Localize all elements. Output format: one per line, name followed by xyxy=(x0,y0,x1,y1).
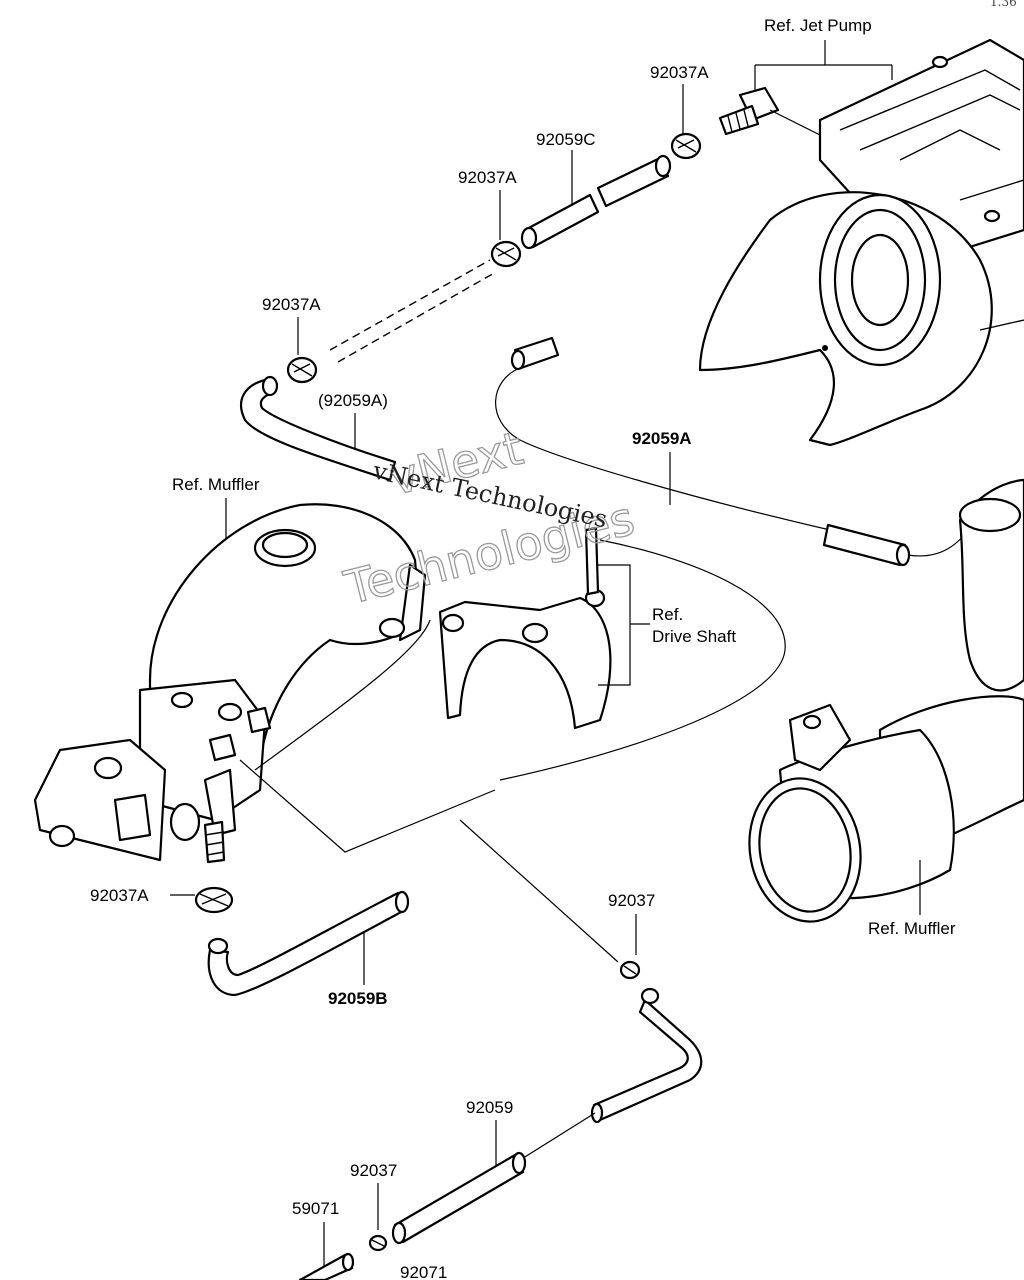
hose-c-label: 92059C xyxy=(536,130,596,149)
clamp-upper-left xyxy=(286,356,318,384)
hose-92059a-left xyxy=(239,375,397,482)
jet-pump xyxy=(698,38,1024,447)
drive-shaft-bracket-line xyxy=(598,564,631,686)
drive-shaft-bracket xyxy=(438,526,612,730)
ref-drive-shaft-label-2: Drive Shaft xyxy=(652,627,736,646)
hose-b-label: 92059B xyxy=(328,989,388,1008)
hose-lower-label: 92059 xyxy=(466,1098,513,1117)
hose-92059b xyxy=(207,890,410,997)
hose-92059-bent xyxy=(590,987,703,1124)
route-line-3 xyxy=(254,619,431,771)
clamp-bottom xyxy=(368,1234,388,1252)
clamp-mid-label: 92037A xyxy=(458,168,517,187)
hose-a-label: 92059A xyxy=(632,429,692,448)
hose-bottom-label: 92071 xyxy=(400,1263,447,1280)
hidden-hose xyxy=(329,259,491,351)
page-code: 1.36 xyxy=(990,0,1017,9)
clamp-bottom-label: 92037 xyxy=(350,1161,397,1180)
clamp-top-label: 92037A xyxy=(650,63,709,82)
clamp-upper-left-label: 92037A xyxy=(262,295,321,314)
fitting-label: 59071 xyxy=(292,1199,339,1218)
clamp-right-label: 92037 xyxy=(608,891,655,910)
muffler-right xyxy=(748,478,1024,923)
muffler-left xyxy=(33,503,427,864)
ref-jet-pump-label: Ref. Jet Pump xyxy=(764,16,872,35)
hose-a-paren-label: (92059A) xyxy=(318,391,388,410)
clamp-mid xyxy=(490,240,522,268)
ref-muffler-right-label: Ref. Muffler xyxy=(868,919,956,938)
route-line-2 xyxy=(459,819,619,963)
clamp-left xyxy=(194,886,234,914)
hose-92059 xyxy=(391,1151,527,1245)
clamp-right xyxy=(619,960,641,980)
jet-pump-bracket xyxy=(754,40,893,90)
ref-drive-shaft-label-1: Ref. xyxy=(652,605,683,624)
hose-92059a-right xyxy=(495,336,976,567)
route-line-1 xyxy=(239,759,496,853)
fitting-59071 xyxy=(298,1252,355,1280)
hose-92059c xyxy=(520,154,672,250)
route-line-4 xyxy=(499,539,786,781)
ref-muffler-left-label: Ref. Muffler xyxy=(172,475,260,494)
clamp-top xyxy=(670,132,702,160)
pump-fitting xyxy=(718,86,821,136)
clamp-left-label: 92037A xyxy=(90,886,149,905)
